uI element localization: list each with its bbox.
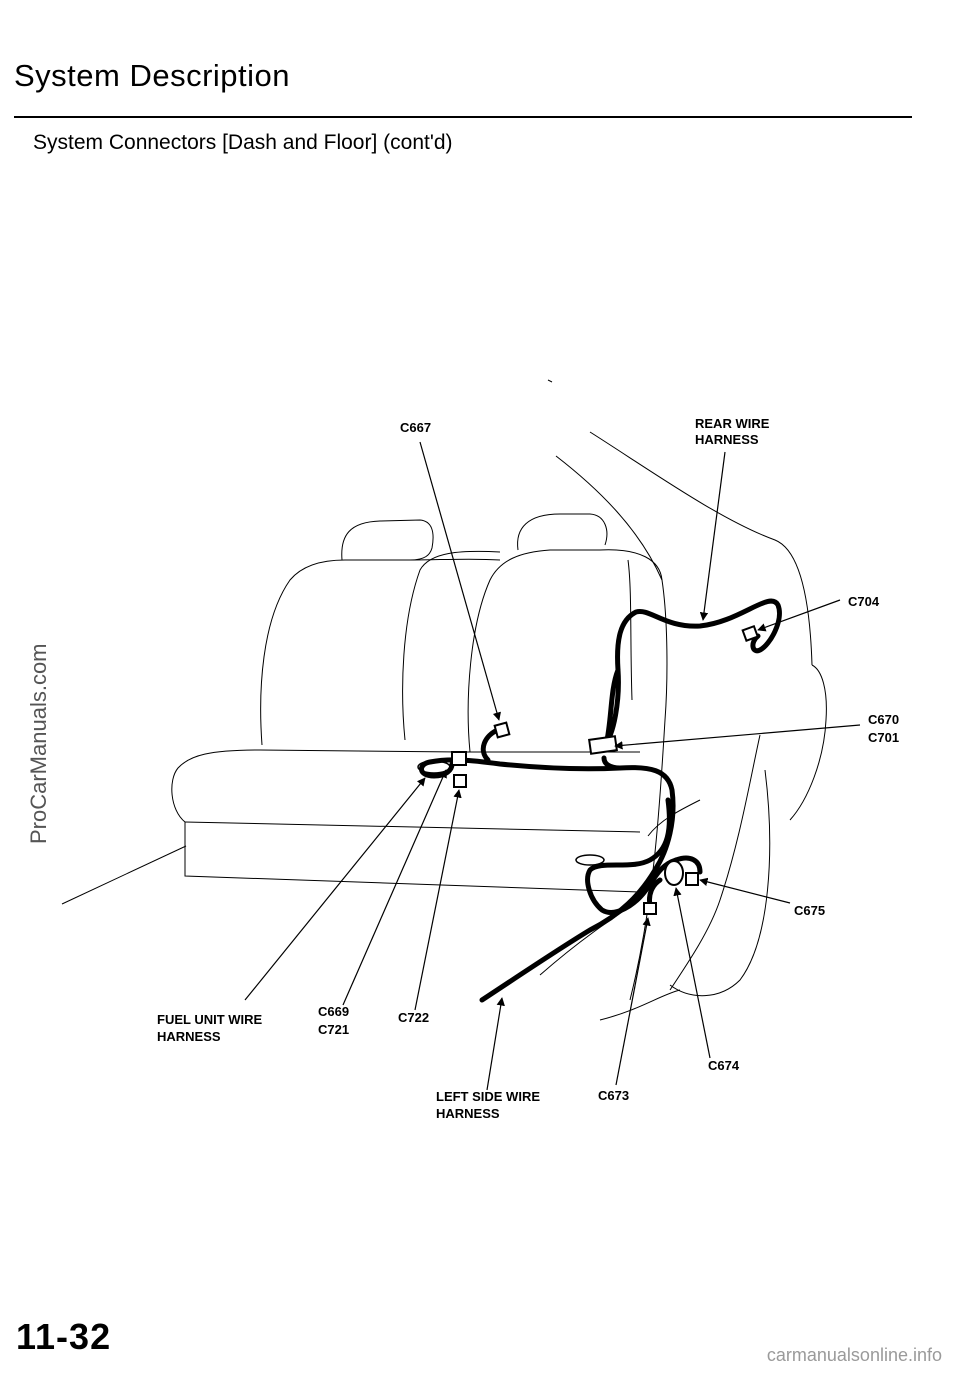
label-rear-harness-1: REAR WIRE — [695, 416, 770, 431]
label-c674: C674 — [708, 1058, 740, 1073]
label-c673: C673 — [598, 1088, 629, 1103]
section-subtitle: System Connectors [Dash and Floor] (cont… — [33, 131, 453, 154]
label-c722: C722 — [398, 1010, 429, 1025]
page-title: System Description — [14, 58, 291, 93]
harness-clips — [417, 760, 605, 866]
connector-c669 — [451, 751, 467, 766]
label-c675: C675 — [794, 903, 825, 918]
footer-watermark: carmanualsonline.info — [766, 1345, 942, 1365]
connector-c674 — [664, 860, 684, 886]
label-left-1: LEFT SIDE WIRE — [436, 1089, 540, 1104]
label-fuel-2: HARNESS — [157, 1029, 221, 1044]
connectors — [451, 624, 759, 915]
connector-c673 — [643, 902, 657, 915]
label-c704: C704 — [848, 594, 880, 609]
label-c721: C721 — [318, 1022, 349, 1037]
title-rule — [14, 116, 912, 118]
connector-c704 — [741, 624, 759, 642]
label-c669: C669 — [318, 1004, 349, 1019]
leader-lines — [244, 441, 861, 1091]
connector-c675 — [685, 872, 699, 886]
connector-c722 — [453, 774, 467, 788]
label-c701: C701 — [868, 730, 899, 745]
connector-c667 — [493, 721, 511, 739]
vehicle-outline — [61, 379, 827, 1021]
label-c667: C667 — [400, 420, 431, 435]
label-c670: C670 — [868, 712, 899, 727]
label-left-2: HARNESS — [436, 1106, 500, 1121]
wire-harness — [419, 598, 782, 1003]
label-rear-harness-2: HARNESS — [695, 432, 759, 447]
connector-c670 — [588, 735, 618, 755]
page-number: 11-32 — [16, 1316, 112, 1357]
label-fuel-1: FUEL UNIT WIRE — [157, 1012, 263, 1027]
diagram-labels: C667 REAR WIRE HARNESS C704 C670 C701 C6… — [157, 416, 899, 1121]
